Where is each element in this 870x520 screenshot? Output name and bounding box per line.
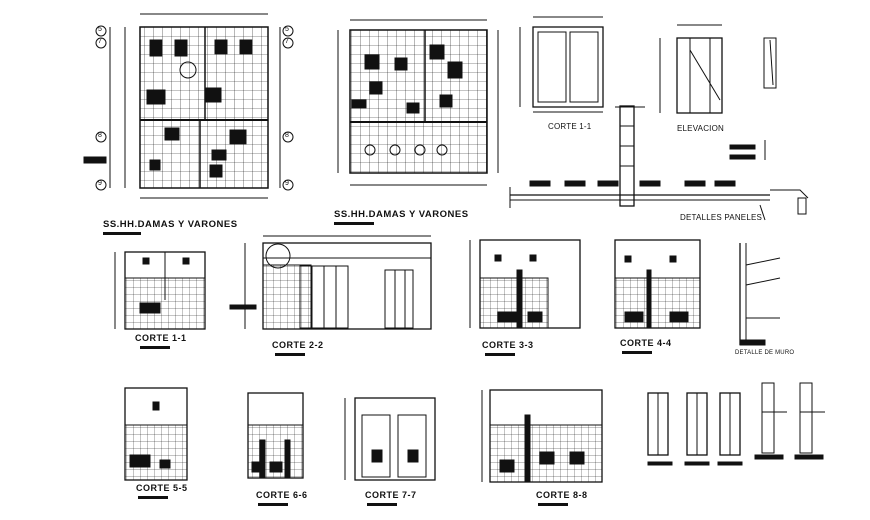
wall-detail: [739, 243, 781, 346]
section-title-2-2: CORTE 2-2: [272, 340, 324, 350]
panel-details: [509, 105, 809, 221]
plan-right: [337, 19, 499, 186]
door-section-title: CORTE 1-1: [548, 122, 592, 131]
section-title-8-8-underline: [538, 503, 568, 506]
section-title-7-7-underline: [367, 503, 397, 506]
door-elevation-title: ELEVACION: [677, 124, 724, 133]
section-5-5: [124, 387, 188, 481]
section-title-6-6: CORTE 6-6: [256, 490, 308, 500]
plan-left: [83, 13, 294, 199]
grid-axis-8-right: 8: [285, 132, 290, 139]
section-title-1-1: CORTE 1-1: [135, 333, 187, 343]
section-2-2: [229, 235, 432, 330]
grid-axis-5-left: 5: [98, 26, 103, 33]
grid-axis-8-left: 8: [98, 132, 103, 139]
section-title-1-1-underline: [140, 346, 170, 349]
section-title-5-5: CORTE 5-5: [136, 483, 188, 493]
plan-left-title-underline: [103, 232, 141, 235]
section-6-6: [247, 392, 304, 479]
plan-left-title: SS.HH.DAMAS Y VARONES: [103, 219, 238, 230]
section-1-1: [114, 251, 206, 330]
section-title-8-8: CORTE 8-8: [536, 490, 588, 500]
plan-right-title: SS.HH.DAMAS Y VARONES: [334, 209, 469, 220]
grid-axis-7-left: 7: [98, 38, 103, 45]
section-title-4-4-underline: [622, 351, 652, 354]
plan-right-title-underline: [334, 222, 374, 225]
section-title-4-4: CORTE 4-4: [620, 338, 672, 348]
panel-sections: [647, 382, 825, 466]
section-title-3-3-underline: [485, 353, 515, 356]
wall-detail-title: DETALLE DE MURO: [735, 350, 795, 356]
section-title-5-5-underline: [138, 496, 168, 499]
door-section: [519, 16, 645, 113]
section-8-8: [481, 389, 603, 483]
section-3-3: [469, 239, 581, 329]
door-elevation: [659, 24, 777, 114]
section-4-4: [614, 239, 701, 329]
grid-axis-7-right: 7: [285, 38, 290, 45]
section-title-7-7: CORTE 7-7: [365, 490, 417, 500]
grid-axis-9-right: 9: [285, 180, 290, 187]
section-7-7: [344, 397, 436, 481]
section-title-3-3: CORTE 3-3: [482, 340, 534, 350]
grid-axis-9-left: 9: [98, 180, 103, 187]
panel-details-title: DETALLES PANELES: [680, 213, 763, 222]
section-title-2-2-underline: [275, 353, 305, 356]
grid-axis-5-right: 5: [285, 26, 290, 33]
section-title-6-6-underline: [258, 503, 288, 506]
